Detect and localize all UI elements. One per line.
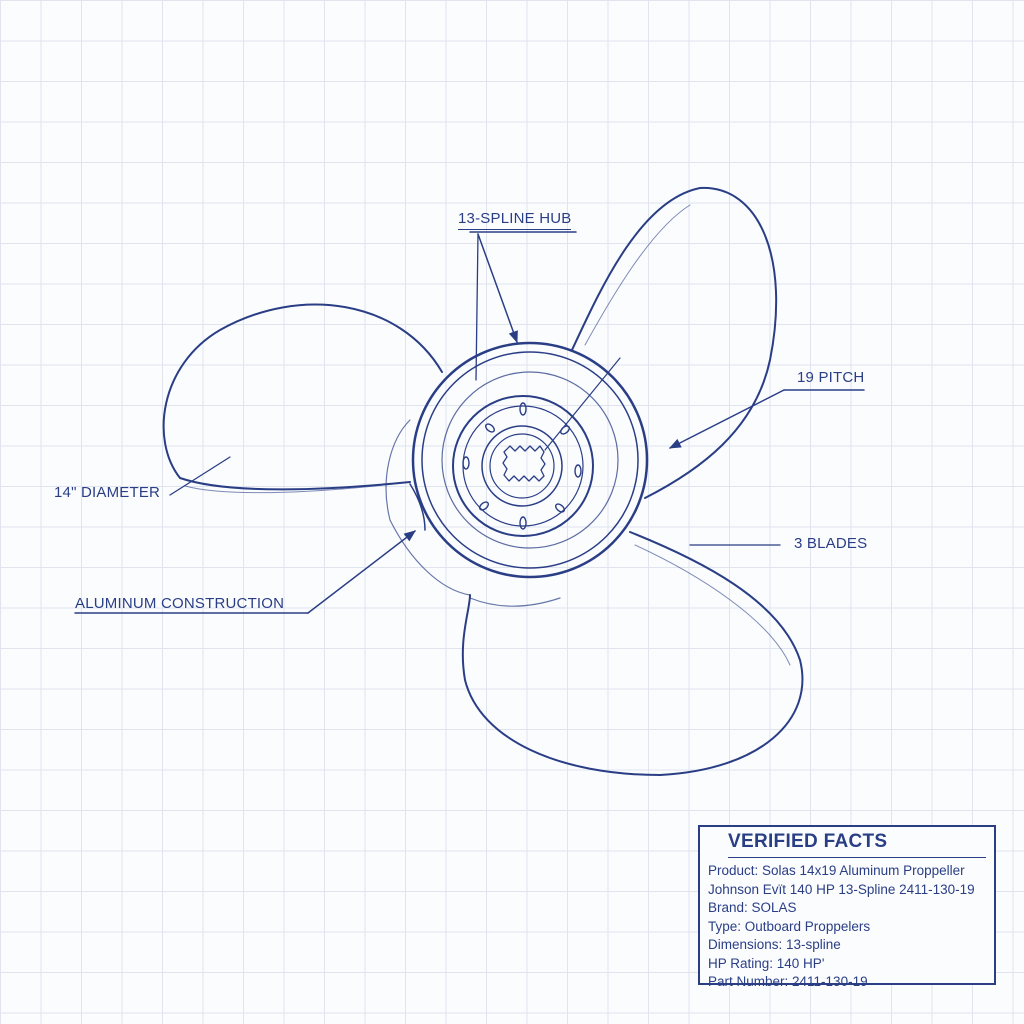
hub-outer-ring (411, 341, 649, 579)
fact-row: Dimensions: 13-spline (708, 937, 841, 952)
facts-title: VERIFIED FACTS (728, 831, 986, 858)
fact-row: Johnson Evït 140 HP 13-Spline 2411-130-… (708, 881, 975, 897)
blade-upper-right (571, 186, 778, 499)
hub-inner-ring (452, 395, 594, 537)
spline-teeth (502, 445, 546, 482)
fact-row: Type: Outboard Proppelers (708, 918, 871, 934)
blades-callout: 3 BLADES (794, 535, 868, 552)
verified-facts-box: VERIFIED FACTS Product: Solas 14x19 Alum… (698, 825, 996, 989)
blade-upper-left (162, 303, 443, 491)
hub-callout: 13-SPLINE HUB (458, 210, 572, 230)
fact-row: Part Number: 2411-130-19 (708, 974, 868, 989)
fact-row: Brand: SOLAS (708, 900, 797, 915)
diameter-callout: 14" DIAMETER (54, 484, 161, 501)
construction-callout: ALUMINUM CONSTRUCTION (75, 595, 285, 612)
fact-row: HP Rating: 140 HP' (708, 955, 825, 971)
pitch-callout: 19 PITCH (797, 369, 865, 386)
blade-bottom (461, 531, 804, 776)
fact-row: Product: Solas 14x19 Aluminum Proppeller (708, 863, 965, 878)
